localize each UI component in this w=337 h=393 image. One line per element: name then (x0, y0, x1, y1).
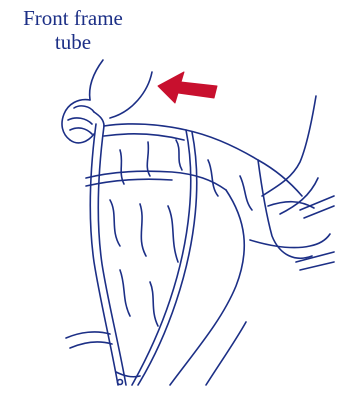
arm-upper (110, 72, 152, 118)
front-frame-tube (90, 124, 118, 385)
frame-rivet (118, 380, 123, 385)
canopy-seam (86, 171, 226, 190)
lower-frame (66, 332, 110, 338)
label-leader-line (90, 60, 103, 100)
left-arrow-icon (158, 72, 217, 103)
canopy-top-edge (104, 124, 302, 196)
arm-right (262, 96, 316, 196)
hand (62, 100, 104, 143)
canopy-lower-edge (250, 234, 330, 248)
canopy-pleat-2 (138, 132, 197, 385)
